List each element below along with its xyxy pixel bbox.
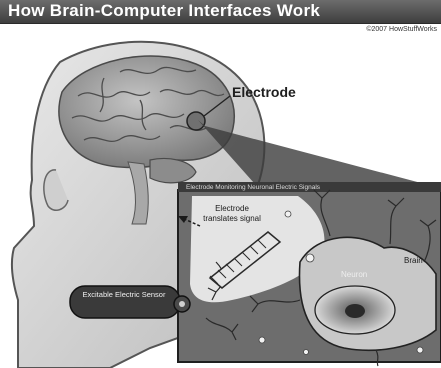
sensor-label: Excitable Electric Sensor (73, 289, 175, 300)
nucleolus (345, 304, 365, 318)
electrode-spot (187, 112, 205, 130)
copyright-notice: ©2007 HowStuffWorks (366, 26, 437, 33)
inset-title: Electrode Monitoring Neuronal Electric S… (186, 184, 440, 191)
electrode-label: Electrode (232, 84, 296, 100)
signal-label: Electrode translates signal (202, 204, 262, 224)
brain-label: Brain (404, 256, 423, 265)
neuron-label: Neuron (341, 270, 367, 279)
